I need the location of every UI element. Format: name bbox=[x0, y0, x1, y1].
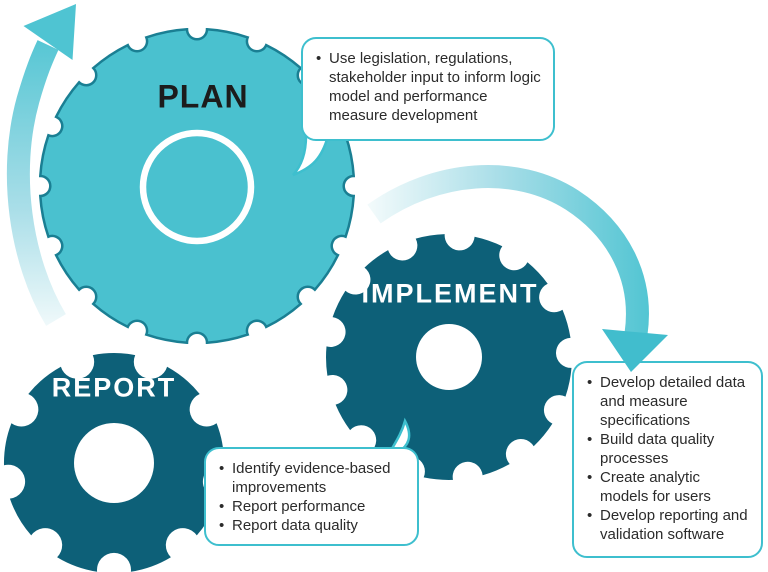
report-callout-bullet-list: Identify evidence-based improvementsRepo… bbox=[218, 459, 405, 535]
bullet-item: Develop detailed data and measure specif… bbox=[586, 373, 749, 430]
plan-callout-bullet-list: Use legislation, regulations, stakeholde… bbox=[315, 49, 541, 125]
report-gear-hub bbox=[74, 423, 154, 503]
report-callout: Identify evidence-based improvementsRepo… bbox=[204, 447, 419, 546]
plan-gear-label: PLAN bbox=[157, 78, 249, 115]
bullet-item: Use legislation, regulations, stakeholde… bbox=[315, 49, 541, 125]
implement-gear-hub bbox=[416, 324, 482, 390]
bullet-item: Create analytic models for users bbox=[586, 468, 749, 506]
bullet-item: Identify evidence-based improvements bbox=[218, 459, 405, 497]
plan-callout-tail bbox=[292, 134, 330, 177]
bullet-item: Report performance bbox=[218, 497, 405, 516]
bullet-item: Build data quality processes bbox=[586, 430, 749, 468]
plan-gear-hub-ring bbox=[139, 129, 255, 245]
bullet-item: Report data quality bbox=[218, 516, 405, 535]
plan-callout: Use legislation, regulations, stakeholde… bbox=[301, 37, 555, 141]
report-gear-label: REPORT bbox=[51, 372, 177, 403]
implement-gear-label: IMPLEMENT bbox=[361, 278, 539, 309]
implement-callout: Develop detailed data and measure specif… bbox=[572, 361, 763, 558]
bullet-item: Develop reporting and validation softwar… bbox=[586, 506, 749, 544]
curved-arrow-up bbox=[6, 40, 66, 326]
curved-arrow-up-head bbox=[23, 4, 76, 60]
implement-callout-bullet-list: Develop detailed data and measure specif… bbox=[586, 373, 749, 544]
